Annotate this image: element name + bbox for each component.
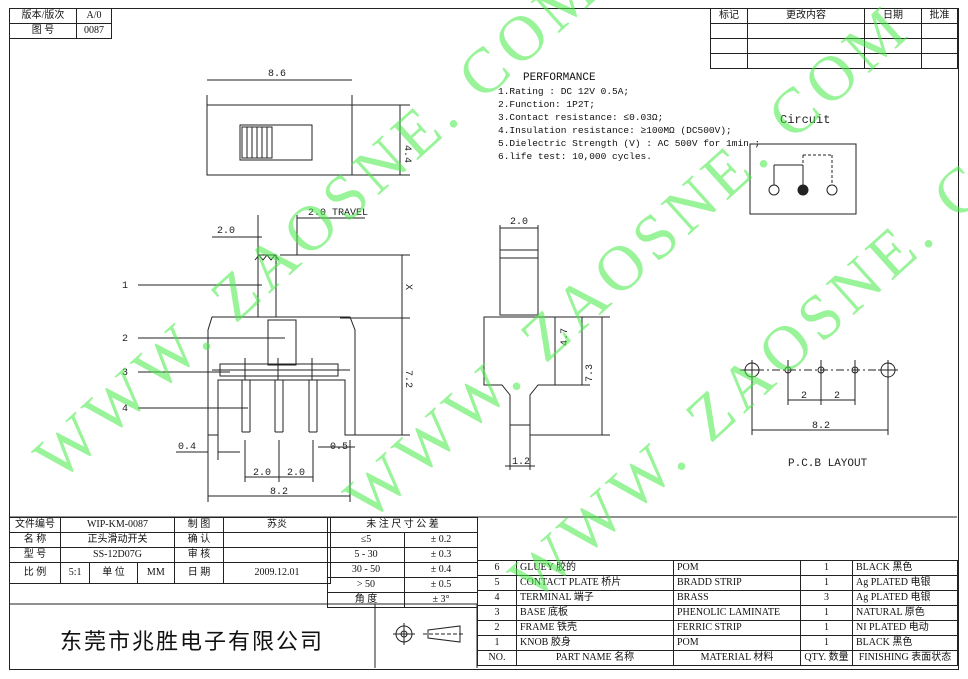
tolerance-range: ≤5	[327, 532, 405, 548]
company-name: 东莞市兆胜电子有限公司	[60, 630, 325, 655]
tolerance-range: 5 - 30	[327, 547, 405, 563]
tolerance-value: ± 0.4	[404, 562, 478, 578]
tolerance-table: 未 注 尺 寸 公 差 ≤5± 0.2 5 - 30± 0.3 30 - 50±…	[327, 517, 478, 608]
dim-pitch-a: 2.0	[253, 468, 271, 479]
dim-front-width: 8.2	[270, 487, 288, 498]
tolerance-value: ± 0.3	[404, 547, 478, 563]
dim-x: X	[402, 284, 413, 290]
date-value: 2009.12.01	[223, 562, 331, 584]
dim-top-height: 4.4	[401, 145, 412, 163]
dim-front-20: 2.0	[217, 226, 235, 237]
performance-item: 3.Contact resistance: ≤0.03Ω;	[498, 112, 664, 123]
scale-value: 5:1	[59, 562, 91, 584]
dim-pitch-b: 2.0	[287, 468, 305, 479]
unit-value: MM	[136, 562, 176, 584]
file-no-label: 文件编号	[9, 517, 61, 533]
callout-4: 4	[122, 404, 128, 415]
pcb-label: P.C.B LAYOUT	[788, 458, 868, 470]
dim-travel: 2.0 TRAVEL	[308, 208, 368, 219]
side-view-knob	[499, 249, 539, 316]
tolerance-range: 角 度	[327, 592, 405, 608]
dim-side-73: 7.3	[585, 364, 596, 382]
dim-side-width: 2.0	[510, 217, 528, 228]
drawing-no-value: 0087	[76, 23, 112, 39]
tolerance-value: ± 3°	[404, 592, 478, 608]
model-value: SS-12D07G	[60, 547, 175, 563]
dim-top-width: 8.6	[268, 69, 286, 80]
review-label: 审 核	[174, 547, 224, 563]
drawn-value: 苏炎	[223, 517, 331, 533]
callout-3: 3	[122, 368, 128, 379]
top-view-body	[206, 104, 353, 176]
side-view-body	[483, 316, 556, 426]
performance-item: 5.Dielectric Strength (V) : AC 500V for …	[498, 138, 761, 149]
tolerance-title: 未 注 尺 寸 公 差	[327, 517, 478, 533]
callout-2: 2	[122, 334, 128, 345]
callout-1: 1	[122, 281, 128, 292]
tolerance-value: ± 0.5	[404, 577, 478, 593]
dim-pcb-p2: 2	[834, 391, 840, 402]
performance-block: PERFORMANCE 1.Rating : DC 12V 0.5A; 2.Fu…	[498, 72, 760, 163]
confirm-label: 确 认	[174, 532, 224, 548]
performance-item: 6.life test: 10,000 cycles.	[498, 151, 652, 162]
name-value: 正头滑动开关	[60, 532, 175, 548]
performance-item: 1.Rating : DC 12V 0.5A;	[498, 86, 630, 97]
header-block: 版本/版次 A/0 图 号 0087	[9, 8, 112, 39]
name-label: 名 称	[9, 532, 61, 548]
performance-item: 4.Insulation resistance: ≥100MΩ (DC500V)…	[498, 125, 732, 136]
title-block-table: 文件编号 WIP-KM-0087 制 图 苏炎 名 称 正头滑动开关 确 认 型…	[9, 517, 331, 584]
circuit-box	[749, 143, 857, 215]
drawing-border	[9, 8, 959, 670]
file-no-value: WIP-KM-0087	[60, 517, 175, 533]
model-label: 型 号	[9, 547, 61, 563]
scale-label: 比 例	[9, 562, 61, 584]
tolerance-value: ± 0.2	[404, 532, 478, 548]
bom-header-row: NO. PART NAME 名称 MATERIAL 材料 QTY. 数量 FIN…	[477, 650, 958, 666]
dim-front-height: 7.2	[402, 370, 413, 388]
dim-side-12: 1.2	[512, 457, 530, 468]
dim-pin-gap: 0.5	[330, 442, 348, 453]
unit-label: 单 位	[89, 562, 138, 584]
dim-pin-width: 0.4	[178, 442, 196, 453]
table-row: 6 GLUEY 胶的 POM 1 BLACK 黑色	[477, 560, 958, 576]
dim-side-47: 4.7	[560, 328, 571, 346]
dim-pcb-p1: 2	[801, 391, 807, 402]
tolerance-range: 30 - 50	[327, 562, 405, 578]
revision-table: 标记 更改内容 日期 批准	[710, 8, 958, 69]
front-view-frame	[207, 316, 356, 436]
circuit-label: Circuit	[780, 113, 830, 127]
performance-item: 2.Function: 1P2T;	[498, 99, 595, 110]
tolerance-range: > 50	[327, 577, 405, 593]
performance-title: PERFORMANCE	[523, 72, 596, 84]
drawn-label: 制 图	[174, 517, 224, 533]
date-label: 日 期	[174, 562, 224, 584]
dim-pcb-total: 8.2	[812, 421, 830, 432]
